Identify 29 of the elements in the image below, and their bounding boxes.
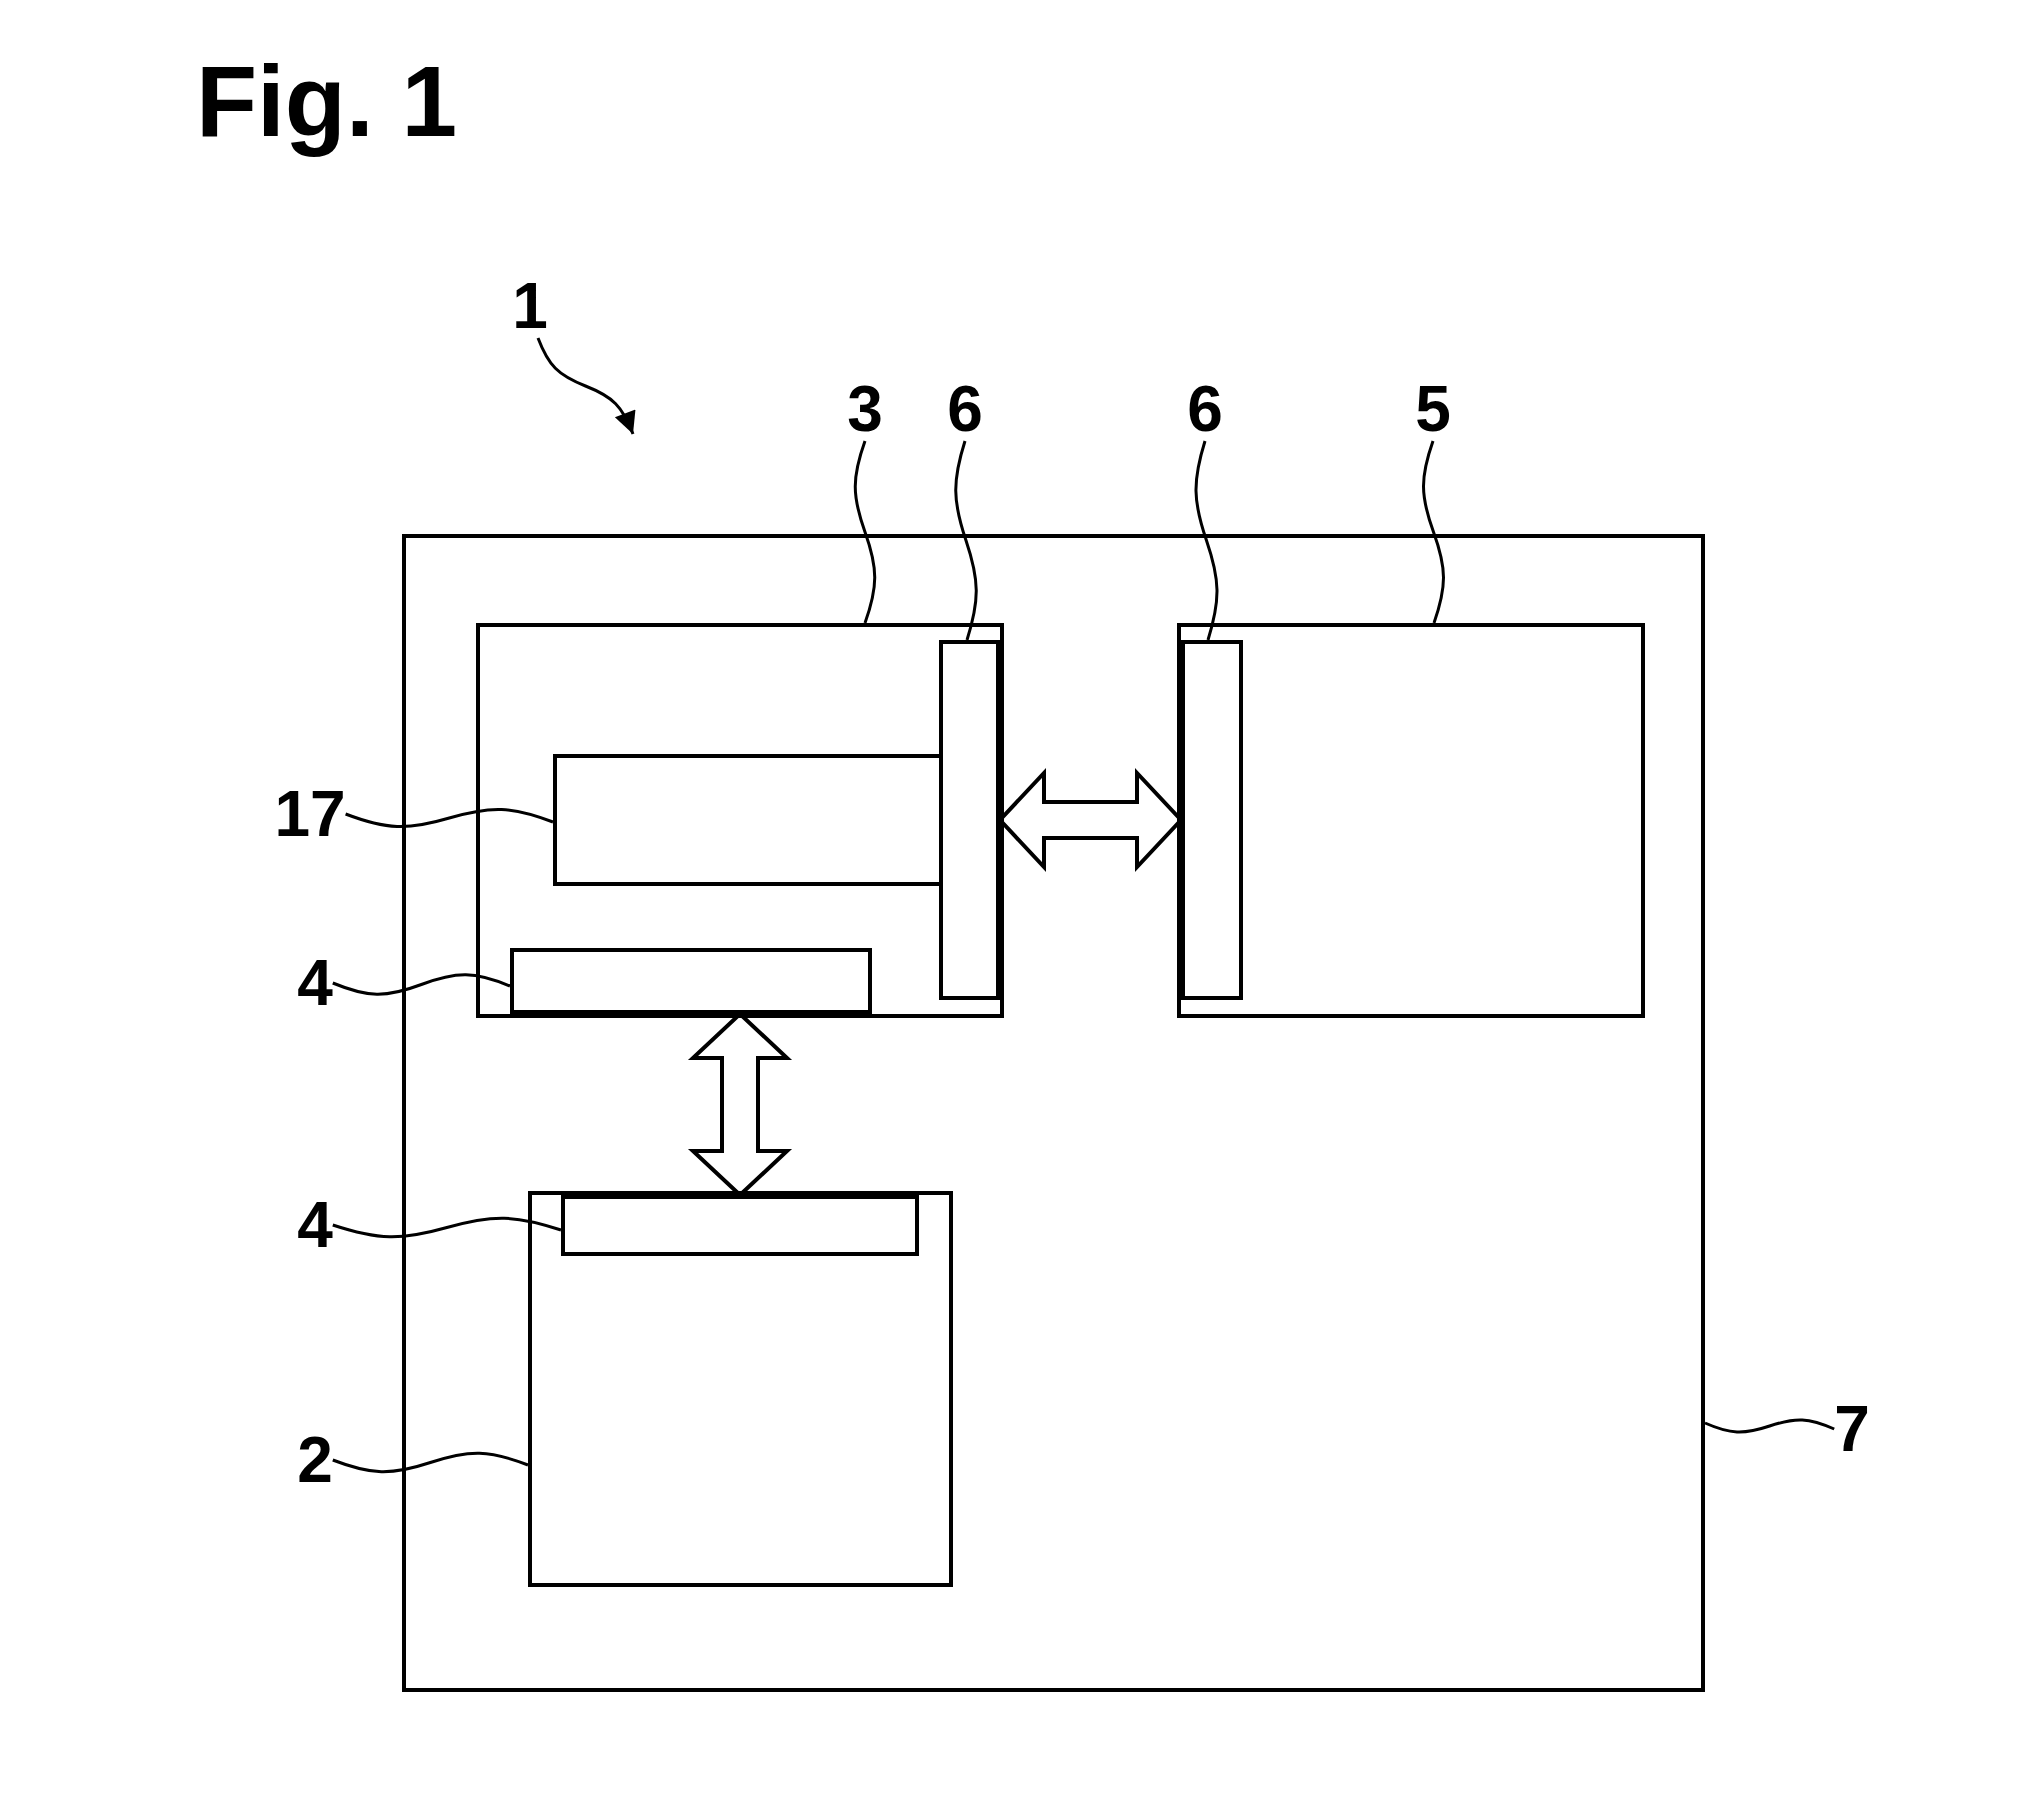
callout-number: 6 [1187, 377, 1223, 441]
strip [561, 1195, 919, 1256]
strip [939, 640, 1000, 1000]
figure-title: Fig. 1 [196, 44, 458, 159]
callout-number: 2 [297, 1428, 333, 1492]
leader-arrow [536, 337, 636, 435]
leader-line [1704, 1418, 1835, 1434]
callout-number: 5 [1415, 377, 1451, 441]
callout-number: 1 [512, 274, 548, 338]
leader-line [1422, 440, 1445, 624]
leader-line [853, 440, 877, 624]
outer-frame [402, 534, 1705, 1692]
leader-line [332, 1216, 562, 1239]
callout-number: 4 [297, 951, 333, 1015]
callout-number: 6 [947, 377, 983, 441]
strip [1181, 640, 1243, 1000]
leader-line [1194, 440, 1219, 641]
block [476, 623, 1004, 1018]
leader-line [332, 973, 511, 996]
callout-number: 17 [274, 782, 346, 846]
leader-line [332, 1451, 529, 1474]
leader-line [954, 440, 978, 641]
strip [510, 948, 872, 1014]
callout-number: 3 [847, 377, 883, 441]
leader-line [345, 808, 554, 828]
callout-number: 4 [297, 1193, 333, 1257]
callout-number: 7 [1834, 1397, 1870, 1461]
block [1177, 623, 1645, 1018]
block [528, 1191, 953, 1587]
